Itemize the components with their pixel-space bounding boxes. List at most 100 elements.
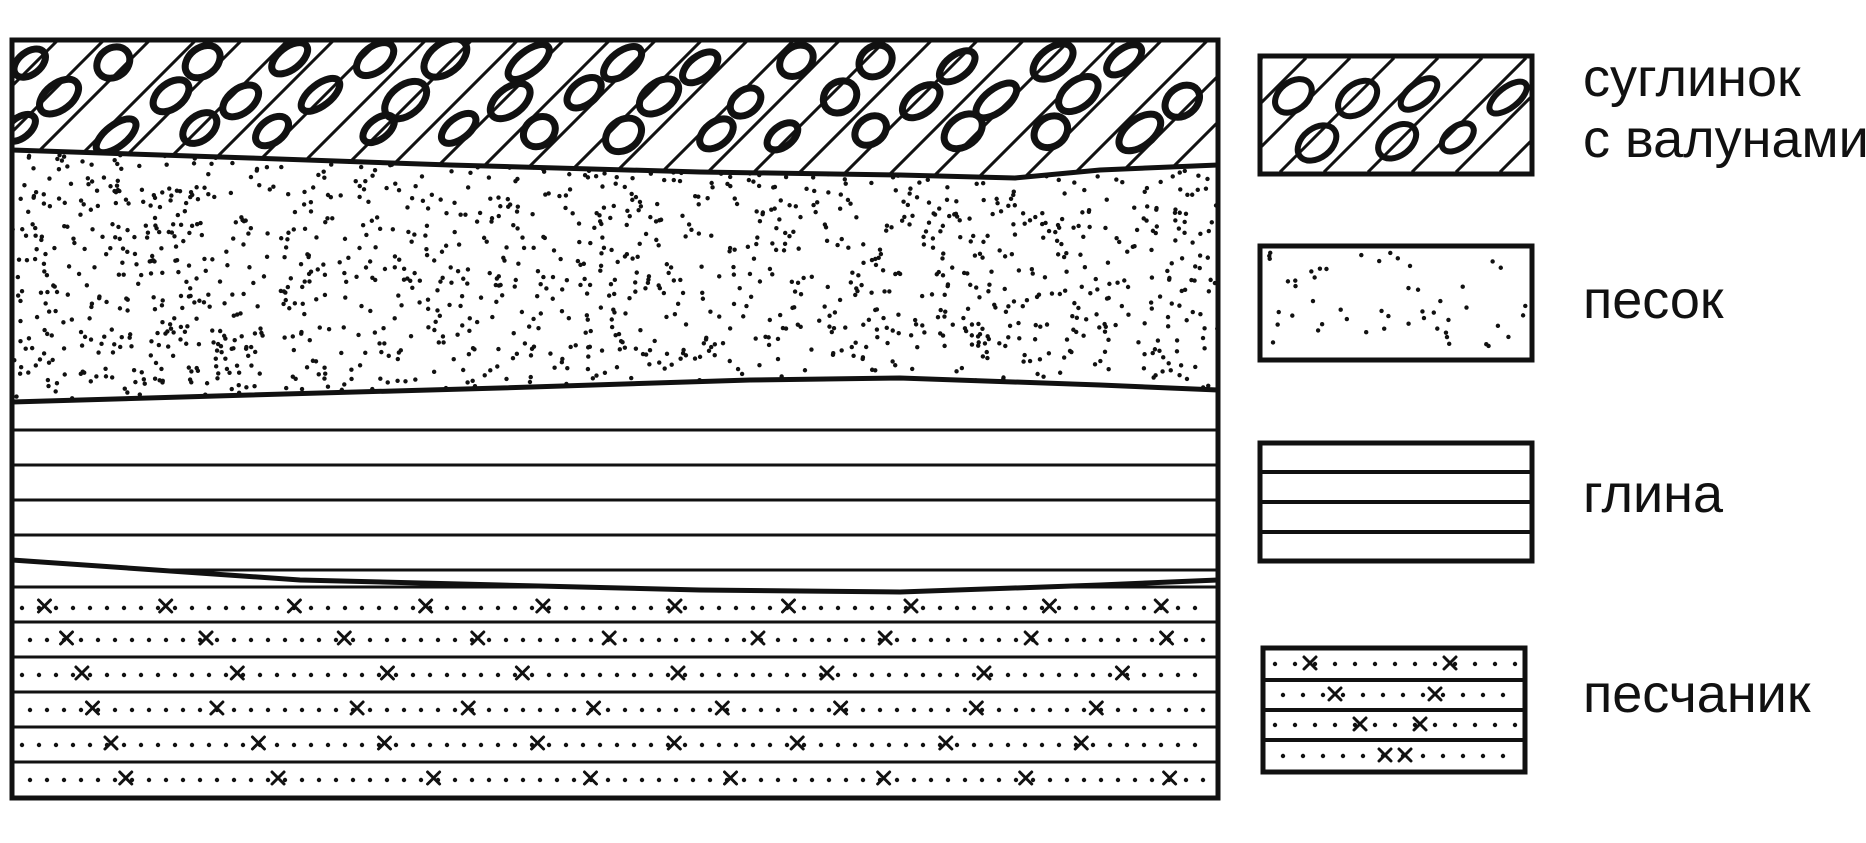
sandstone-grain — [78, 637, 84, 643]
sand-grain — [465, 380, 470, 385]
sand-grain — [609, 317, 614, 322]
sand-grain — [877, 247, 883, 252]
sand-grain — [37, 357, 43, 362]
sandstone-grain — [223, 605, 229, 611]
sand-grain — [125, 390, 130, 395]
sand-grain — [585, 317, 590, 322]
sand-grain — [363, 178, 368, 184]
sand-grain — [1081, 333, 1086, 338]
sandstone-grain — [87, 605, 93, 611]
sand-grain — [671, 278, 677, 283]
sandstone-grain — [1098, 777, 1104, 783]
sandstone-grain — [1480, 753, 1486, 759]
sandstone-grain — [639, 707, 645, 713]
sand-grain — [1495, 323, 1501, 329]
sand-grain — [1037, 357, 1043, 362]
sand-grain — [370, 275, 375, 280]
sand-grain — [257, 182, 262, 188]
sandstone-grain — [682, 605, 688, 611]
sand-grain — [615, 259, 620, 265]
sand-grain — [594, 373, 599, 378]
sandstone-grain — [835, 742, 841, 748]
sand-grain — [458, 303, 463, 309]
boulder — [359, 111, 398, 147]
sand-grain — [887, 289, 892, 294]
sand-grain — [1008, 196, 1014, 201]
sand-grain — [417, 278, 423, 283]
boulder — [36, 75, 83, 118]
sandstone-grain — [350, 637, 356, 643]
sandstone-grain — [61, 777, 67, 783]
sand-grain — [678, 356, 683, 361]
sand-grain — [624, 222, 629, 228]
sandstone-grain — [1440, 692, 1446, 698]
hatch-line — [468, 40, 612, 178]
hatch-line — [1366, 58, 1484, 172]
sand-grain — [982, 341, 988, 346]
sand-grain — [199, 232, 205, 238]
sandstone-grain — [1292, 661, 1298, 667]
sand-grain — [667, 397, 672, 402]
legend-label-sand: песок — [1583, 270, 1724, 330]
sand-grain — [316, 372, 321, 377]
sandstone-grain — [359, 672, 365, 678]
sand-grain — [1118, 389, 1124, 394]
sand-grain — [611, 203, 616, 209]
sand-grain — [206, 192, 211, 197]
sandstone-cross-mark — [1018, 770, 1034, 786]
hatch-line — [744, 40, 888, 178]
sand-grain — [658, 217, 664, 222]
sandstone-grain — [1200, 777, 1206, 783]
sand-grain — [84, 283, 90, 288]
sand-grain — [831, 326, 837, 331]
sand-grain — [955, 393, 960, 398]
sandstone-grain — [70, 605, 76, 611]
sand-grain — [899, 218, 905, 223]
sand-grain — [754, 241, 759, 247]
sand-grain — [109, 327, 114, 332]
sand-grain — [566, 315, 572, 321]
boulder — [486, 80, 534, 123]
sand-grain — [41, 201, 47, 206]
sand-grain — [1072, 300, 1077, 306]
sandstone-grain — [19, 742, 25, 748]
sandstone-grain — [452, 777, 458, 783]
sandstone-grain — [206, 605, 212, 611]
sand-grain — [218, 344, 224, 349]
sand-grain — [689, 227, 694, 233]
sand-grain — [228, 190, 234, 196]
legend-swatch-loam — [1257, 53, 1535, 177]
sandstone-grain — [282, 707, 288, 713]
sand-grain — [152, 215, 158, 221]
sand-grain — [563, 205, 568, 211]
sand-grain — [363, 350, 368, 355]
sand-grain — [612, 310, 617, 315]
sand-grain — [311, 185, 316, 190]
sand-grain — [878, 251, 884, 257]
sandstone-grain — [1124, 742, 1130, 748]
sand-grain — [1443, 330, 1449, 335]
sand-grain — [119, 166, 124, 171]
sand-grain — [431, 369, 437, 375]
sand-grain — [666, 270, 671, 276]
boulder — [179, 109, 221, 147]
sand-grain — [1009, 395, 1014, 401]
sand-grain — [1201, 151, 1206, 157]
sand-grain — [136, 281, 141, 287]
sand-grain — [393, 181, 398, 186]
sand-grain — [1024, 398, 1030, 402]
sand-grain — [284, 385, 289, 391]
sand-grain — [460, 323, 465, 328]
sand-grain — [675, 301, 681, 307]
sandstone-grain — [401, 777, 407, 783]
sandstone-grain — [95, 777, 101, 783]
sand-grain — [352, 395, 358, 401]
sand-grain — [429, 152, 435, 157]
sand-grain — [504, 376, 509, 382]
sand-grain — [778, 391, 783, 396]
sand-grain — [622, 184, 627, 190]
sand-grain — [974, 181, 979, 187]
sand-grain — [801, 275, 806, 281]
sand-grain — [727, 174, 733, 180]
sand-grain — [769, 207, 774, 212]
